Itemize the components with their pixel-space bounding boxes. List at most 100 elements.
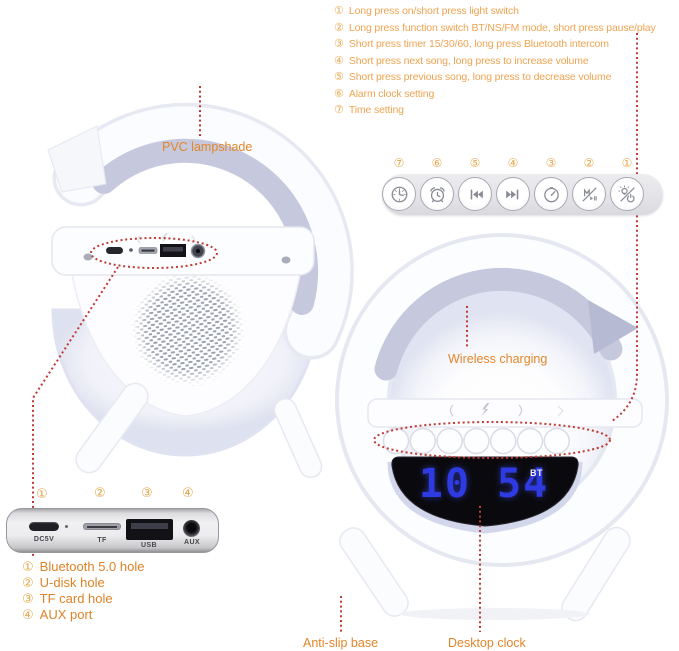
instruction-item: ⑥ Alarm clock setting bbox=[334, 84, 434, 100]
legend-item: ② U-disk hole bbox=[22, 574, 105, 592]
item-number: ⑤ bbox=[334, 70, 344, 83]
device-button bbox=[463, 427, 490, 455]
usb-c-port bbox=[29, 522, 59, 531]
button-number: ⑦ bbox=[393, 156, 405, 170]
tf-slot bbox=[83, 523, 121, 530]
label-desktop-clock: Desktop clock bbox=[448, 636, 526, 650]
light-power-icon bbox=[617, 184, 635, 202]
lamp-front-ring bbox=[339, 237, 665, 563]
item-number: ③ bbox=[334, 37, 344, 50]
time-clock-icon bbox=[391, 186, 407, 202]
item-number: ① bbox=[334, 4, 344, 17]
usb-a-port bbox=[126, 519, 173, 540]
instruction-item: ③ Short press timer 15/30/60, long press … bbox=[334, 34, 609, 50]
aux-jack bbox=[183, 520, 200, 537]
button-number: ① bbox=[621, 156, 633, 170]
lamp-back-right-leg bbox=[273, 397, 323, 479]
port-number: ④ bbox=[182, 486, 194, 501]
button-number: ② bbox=[583, 156, 595, 170]
port-label: USB bbox=[141, 542, 157, 549]
clock-mode-badge: BT bbox=[530, 468, 543, 478]
timer-button bbox=[534, 177, 568, 211]
instruction-item: ⑤ Short press previous song, long press t… bbox=[334, 67, 611, 83]
label-anti-slip-base: Anti-slip base bbox=[303, 636, 379, 650]
lamp-front-base-bar bbox=[367, 398, 643, 428]
lamp-back-arc bbox=[56, 106, 351, 356]
alarm-setting-button bbox=[420, 177, 454, 211]
instruction-item: ⑦ Time setting bbox=[334, 100, 404, 116]
button-number: ⑥ bbox=[431, 156, 443, 170]
previous-track-icon bbox=[470, 189, 483, 199]
wireless-pad-mark-icon bbox=[449, 404, 523, 417]
legend-item: ① Bluetooth 5.0 hole bbox=[22, 558, 144, 576]
screw-hole bbox=[83, 253, 93, 261]
item-text: AUX port bbox=[39, 607, 93, 622]
lamp-back-view bbox=[47, 102, 354, 479]
screw-hole bbox=[281, 256, 291, 264]
item-number: ④ bbox=[22, 608, 34, 623]
item-number: ③ bbox=[22, 592, 34, 607]
port-label: TF bbox=[97, 537, 107, 544]
item-text: Short press timer 15/30/60, long press B… bbox=[348, 38, 609, 50]
device-button bbox=[489, 427, 517, 455]
port-label: DC5V bbox=[33, 536, 55, 543]
item-number: ① bbox=[22, 560, 34, 575]
time-setting-button bbox=[382, 177, 416, 211]
item-number: ⑥ bbox=[334, 86, 344, 100]
instruction-item: ② Long press function switch BT/NS/FM mod… bbox=[334, 18, 656, 34]
item-text: U-disk hole bbox=[39, 575, 105, 590]
item-text: Short press next song, long press to inc… bbox=[348, 54, 589, 67]
item-text: Alarm clock setting bbox=[348, 87, 435, 100]
reset-hole bbox=[129, 248, 133, 252]
lamp-front-left-leg bbox=[339, 527, 409, 617]
clock-display-panel bbox=[391, 456, 579, 527]
item-text: Short press previous song, long press to… bbox=[348, 71, 612, 83]
instruction-item: ① Long press on/short press light switch bbox=[334, 1, 519, 17]
item-number: ② bbox=[22, 576, 34, 591]
label-wireless-charging: Wireless charging bbox=[448, 352, 548, 366]
device-button bbox=[382, 427, 410, 455]
legend-item: ③ TF card hole bbox=[22, 590, 113, 608]
item-number: ④ bbox=[334, 53, 344, 67]
label-pvc-lampshade: PVC lampshade bbox=[162, 140, 253, 154]
button-number: ④ bbox=[507, 156, 519, 170]
chevron-mark-icon bbox=[557, 405, 564, 417]
ports-panel: DC5V TF USB AUX bbox=[6, 508, 219, 553]
item-text: Bluetooth 5.0 hole bbox=[39, 559, 145, 574]
instruction-item: ④ Short press next song, long press to in… bbox=[334, 51, 589, 67]
next-track-icon bbox=[505, 189, 518, 199]
item-text: TF card hole bbox=[39, 591, 113, 606]
port-number: ① bbox=[36, 487, 48, 502]
item-number: ⑦ bbox=[334, 103, 344, 116]
legend-item: ④ AUX port bbox=[22, 606, 92, 624]
lamp-back-arc-tip bbox=[47, 125, 107, 193]
item-text: Time setting bbox=[348, 104, 404, 116]
mode-play-pause-icon bbox=[582, 187, 597, 201]
port-number: ③ bbox=[141, 486, 153, 501]
lamp-front-view bbox=[335, 233, 669, 622]
clock-time: 10 54 bbox=[418, 461, 550, 507]
port-number: ② bbox=[94, 486, 106, 501]
light-power-button bbox=[610, 177, 644, 211]
device-button bbox=[516, 427, 544, 455]
timer-icon bbox=[543, 186, 559, 202]
item-number: ② bbox=[334, 20, 344, 34]
item-text: Long press on/short press light switch bbox=[348, 5, 519, 17]
usb-c-port bbox=[106, 247, 123, 254]
lamp-front-right-leg bbox=[561, 526, 631, 622]
device-button bbox=[436, 427, 463, 455]
lightning-mark-icon bbox=[481, 403, 490, 416]
button-number: ③ bbox=[545, 156, 557, 170]
port-label: AUX bbox=[184, 539, 200, 546]
lamp-front-lampshade-inner bbox=[374, 267, 623, 381]
floor-shadow bbox=[400, 608, 590, 620]
button-number: ⑤ bbox=[469, 156, 481, 170]
item-text: Long press function switch BT/NS/FM mode… bbox=[348, 21, 656, 34]
reset-hole bbox=[65, 525, 68, 528]
alarm-clock-icon bbox=[429, 186, 445, 202]
mode-play-pause-button bbox=[572, 177, 606, 211]
next-song-button bbox=[496, 177, 530, 211]
previous-song-button bbox=[458, 177, 492, 211]
